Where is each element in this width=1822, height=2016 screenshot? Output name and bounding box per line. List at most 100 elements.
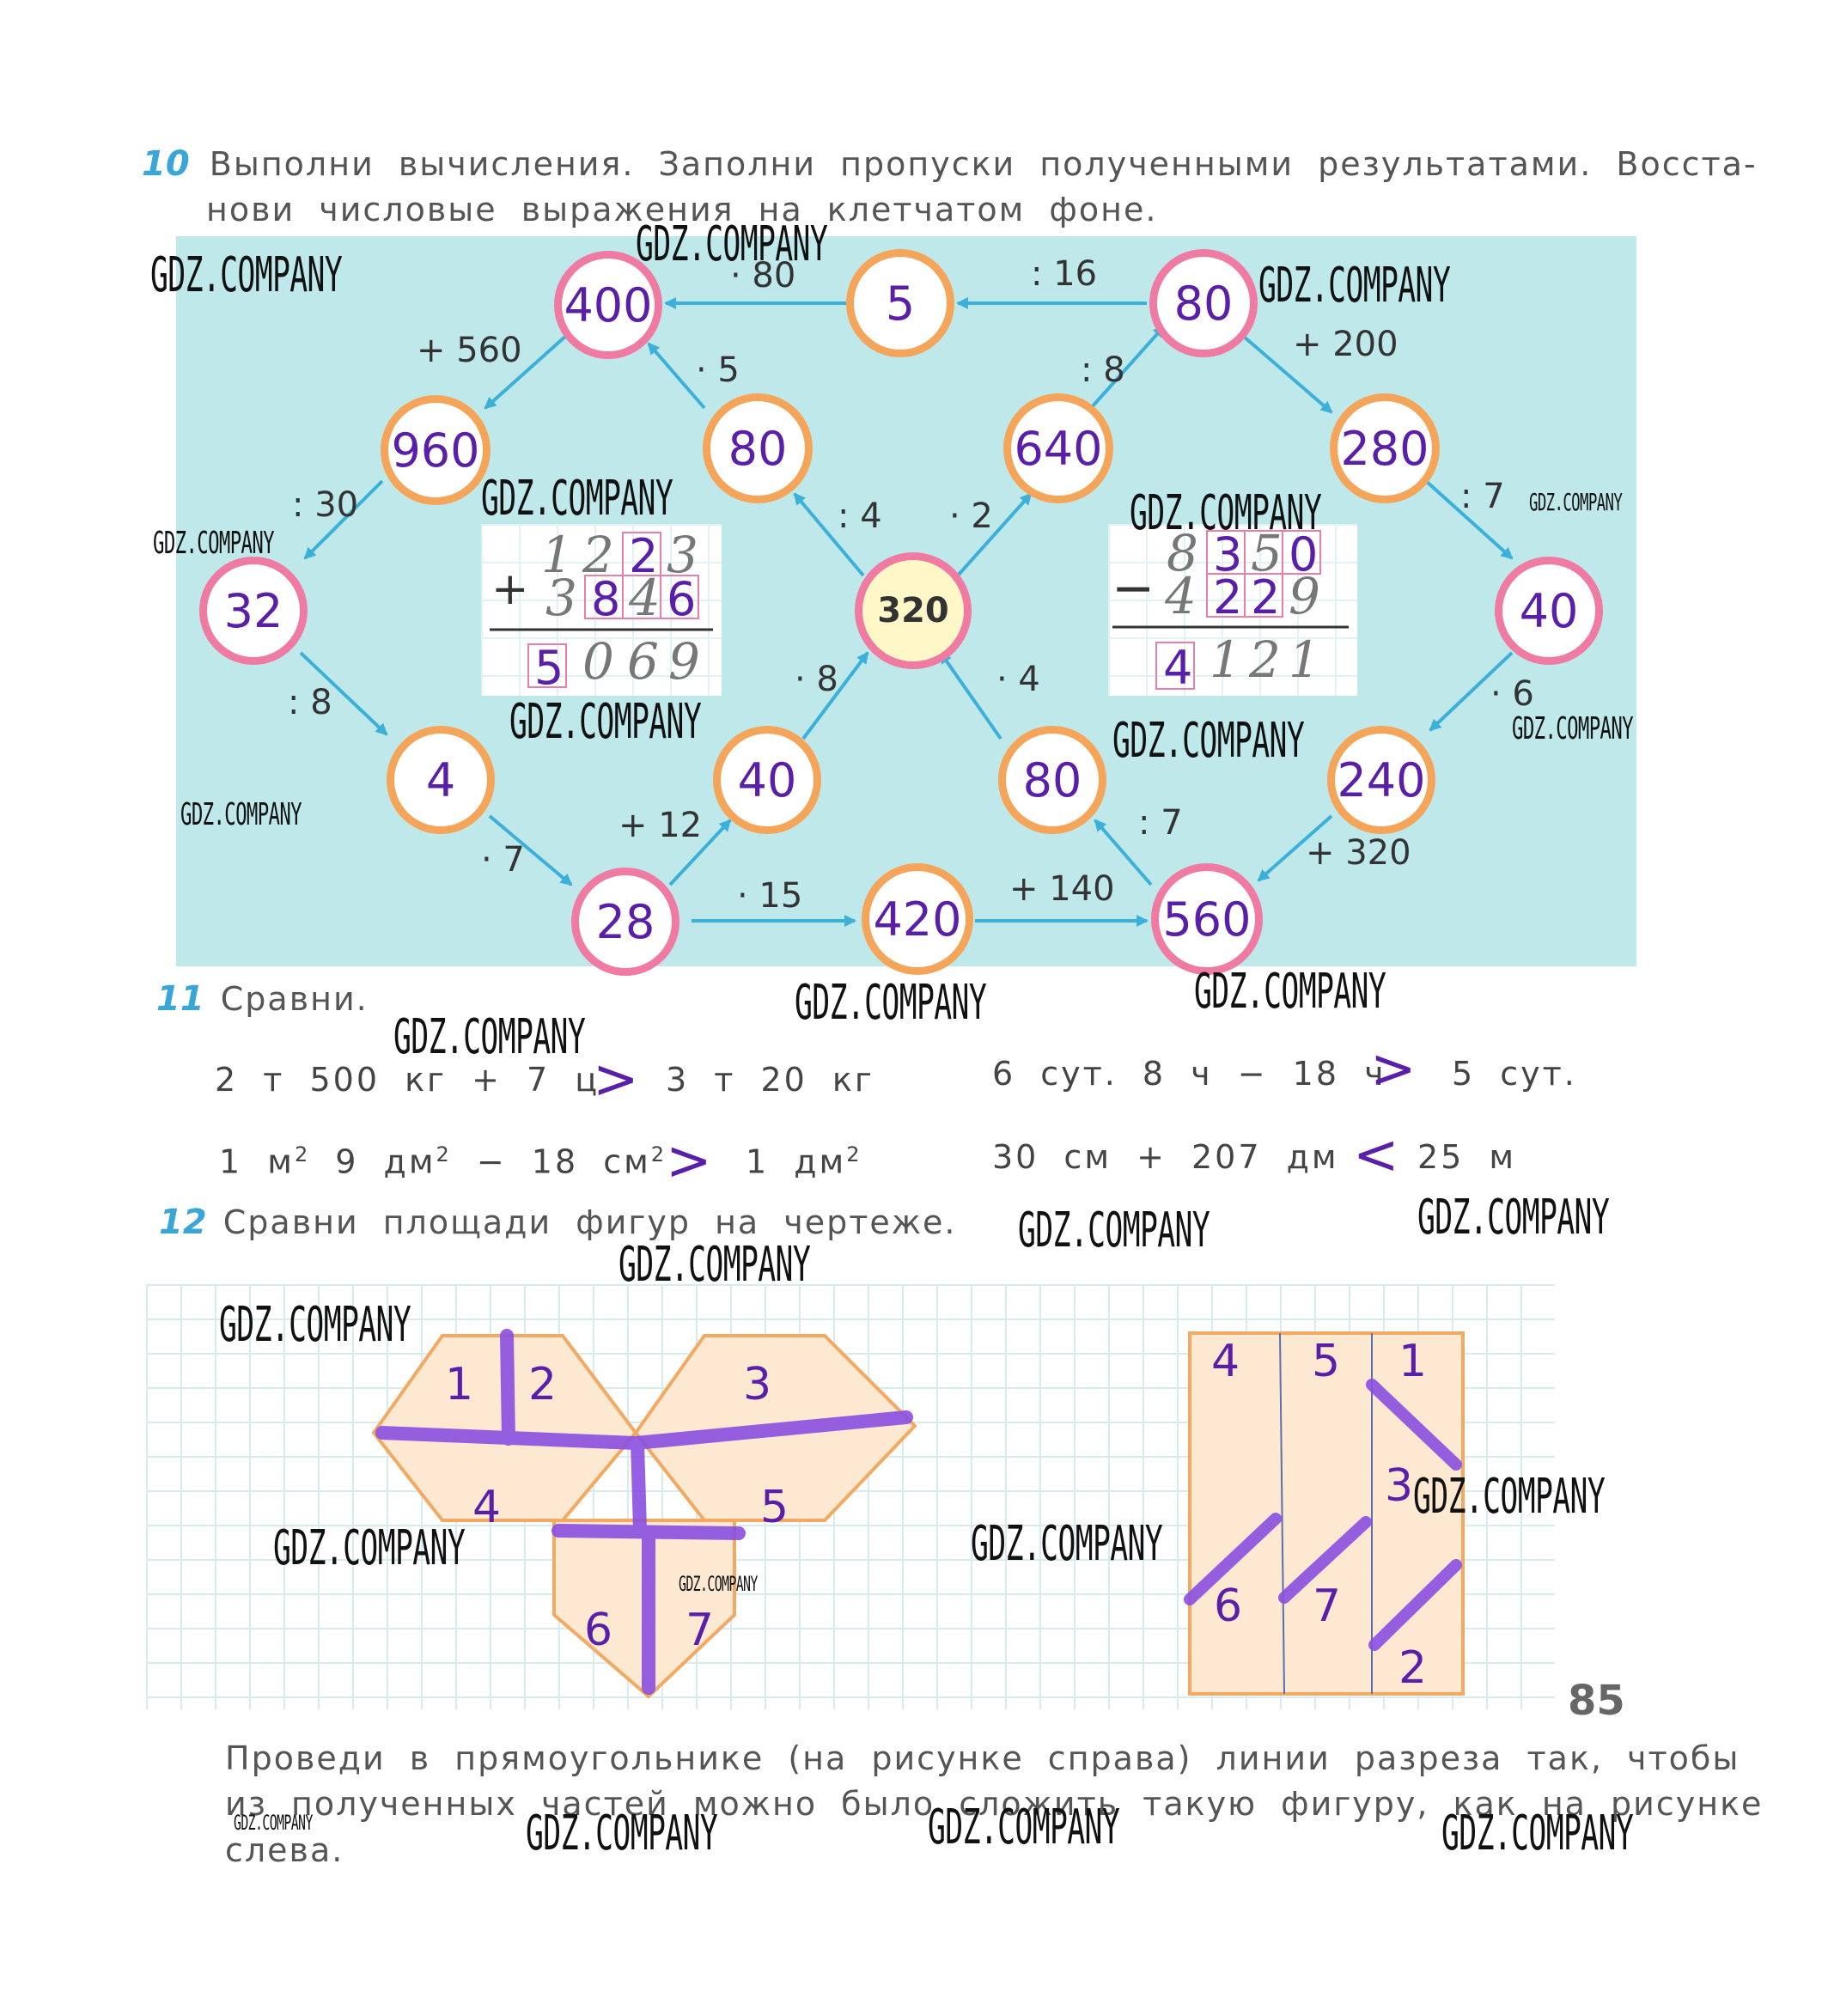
node-80-low: 80: [998, 726, 1106, 834]
left-piece-3: 3: [743, 1359, 772, 1410]
op-plus-12: + 12: [619, 806, 703, 845]
subtraction-digit: 3: [1213, 527, 1243, 582]
right-piece-4: 4: [1211, 1336, 1240, 1387]
node-420: 420: [862, 863, 973, 975]
subtraction-digit: 5: [1251, 524, 1283, 582]
left-piece-1: 1: [445, 1359, 474, 1410]
addition-example: 1 2 2 3 + 3 8 4 6 5 0 6 9: [481, 524, 722, 696]
addition-digit: 8: [591, 572, 621, 626]
superscript: 2: [436, 1142, 452, 1166]
task10-header: 10 Выполни вычисления. Заполни пропуски …: [142, 144, 1758, 184]
addition-digit: 2: [582, 526, 614, 584]
op-plus-140: + 140: [1009, 869, 1115, 909]
task11-header: 11 Сравни.: [156, 979, 369, 1019]
node-280: 280: [1330, 393, 1440, 503]
compare-row-1-right: 3 т 20 кг: [666, 1061, 874, 1099]
subtraction-digit: 8: [1167, 524, 1198, 582]
task10-text-line1: Выполни вычисления. Заполни пропуски пол…: [209, 145, 1758, 183]
arrow-320-to-80mid: [793, 492, 865, 577]
subtraction-digit: 2: [1251, 570, 1281, 624]
node-80-mid: 80: [703, 393, 813, 503]
compare-row-2-left: 1 м2 9 дм2 − 18 см2: [219, 1142, 667, 1181]
left-piece-7: 7: [686, 1605, 715, 1656]
arrow-400-to-960: [484, 333, 569, 410]
watermark: GDZ.COMPANY: [481, 471, 673, 527]
watermark: GDZ.COMPANY: [1417, 1190, 1610, 1246]
compare-row-4-sign: <: [1353, 1124, 1399, 1187]
arrow-40-to-320: [801, 651, 869, 740]
op-plus-200: + 200: [1293, 325, 1398, 364]
right-piece-5: 5: [1312, 1336, 1341, 1387]
op-mul-80: · 80: [730, 256, 796, 295]
op-mul-6: · 6: [1490, 674, 1534, 714]
addition-digit: 6: [627, 632, 659, 691]
watermark: GDZ.COMPANY: [1512, 711, 1634, 746]
arrow-280-to-40: [1424, 479, 1514, 560]
node-28: 28: [571, 868, 679, 976]
task12-header: 12 Сравни площади фигур на чертеже.: [159, 1203, 956, 1242]
arrow-32-to-4: [299, 651, 388, 736]
arrow-80-to-280: [1235, 329, 1333, 414]
compare-row-1-sign: >: [593, 1048, 639, 1112]
compare-row-1-left: 2 т 500 кг + 7 ц: [215, 1061, 600, 1099]
footer-line-2: из полученных частей можно было сложить …: [225, 1785, 1764, 1823]
cut-line-6: [1184, 1513, 1282, 1605]
arrow-80-to-320: [939, 651, 1002, 740]
op-mul-4: · 4: [996, 660, 1040, 699]
watermark: GDZ.COMPANY: [526, 1806, 718, 1861]
watermark: GDZ.COMPANY: [393, 1009, 586, 1065]
addition-digit: 2: [629, 529, 659, 583]
op-div-8-b: : 8: [288, 683, 332, 722]
addition-digit: 9: [668, 632, 700, 691]
compare-row-2-left-part: 9 дм: [310, 1142, 436, 1181]
watermark: GDZ.COMPANY: [234, 1811, 313, 1835]
subtraction-digit: 2: [1213, 570, 1243, 624]
arrow-4-to-28: [488, 814, 573, 886]
left-piece-5: 5: [760, 1482, 789, 1533]
watermark: GDZ.COMPANY: [1441, 1806, 1634, 1861]
cut-line-7: [1278, 1516, 1372, 1604]
addition-digit: 3: [545, 569, 577, 627]
watermark: GDZ.COMPANY: [971, 1516, 1163, 1572]
addition-handwritten-boxes: [490, 532, 713, 688]
cut-line-2: [1368, 1559, 1462, 1651]
node-640: 640: [1003, 393, 1113, 503]
arrow-40-to-240: [1429, 651, 1514, 732]
compare-row-4-left: 30 см + 207 дм: [992, 1138, 1339, 1176]
compare-row-2-left-part: − 18 см: [451, 1142, 651, 1181]
watermark: GDZ.COMPANY: [1130, 485, 1322, 541]
right-piece-6: 6: [1214, 1581, 1243, 1632]
subtraction-digit: 0: [1289, 527, 1319, 582]
compare-row-4-right: 25 м: [1417, 1138, 1517, 1176]
op-mul-8: · 8: [795, 660, 838, 699]
page-number: 85: [1568, 1677, 1625, 1725]
arrow-28-to-40: [668, 819, 732, 886]
subtraction-handwritten-boxes: [1112, 530, 1349, 690]
node-240: 240: [1327, 726, 1435, 834]
compare-row-3-right: 5 сут.: [1452, 1055, 1577, 1093]
left-piece-2: 2: [528, 1359, 558, 1410]
subtraction-digit: 2: [1249, 630, 1281, 689]
node-400: 400: [554, 251, 662, 359]
superscript: 2: [650, 1142, 667, 1166]
addition-digit: 3: [667, 526, 698, 584]
watermark: GDZ.COMPANY: [1112, 713, 1305, 769]
compare-row-2-right: 1 дм2: [746, 1142, 862, 1181]
addition-digit: 5: [534, 641, 564, 695]
subtraction-digit: 9: [1289, 567, 1320, 625]
rectangle-shape: [1188, 1331, 1465, 1696]
watermark: GDZ.COMPANY: [509, 694, 702, 750]
op-mul-5: · 5: [696, 350, 740, 390]
watermark: GDZ.COMPANY: [273, 1520, 466, 1576]
cut-line-center: [631, 1436, 647, 1536]
task10-text-line2: нови числовые выражения на клетчатом фон…: [206, 191, 1158, 228]
node-80-top: 80: [1149, 249, 1258, 357]
op-div-7-a: : 7: [1460, 477, 1505, 516]
op-div-16: : 16: [1031, 254, 1098, 294]
op-div-8-a: : 8: [1081, 350, 1125, 390]
op-plus-320: + 320: [1306, 833, 1411, 873]
node-4: 4: [387, 726, 495, 834]
arrow-960-to-32: [303, 479, 384, 560]
addition-digit: 0: [582, 632, 614, 691]
watermark: GDZ.COMPANY: [1194, 964, 1386, 1020]
